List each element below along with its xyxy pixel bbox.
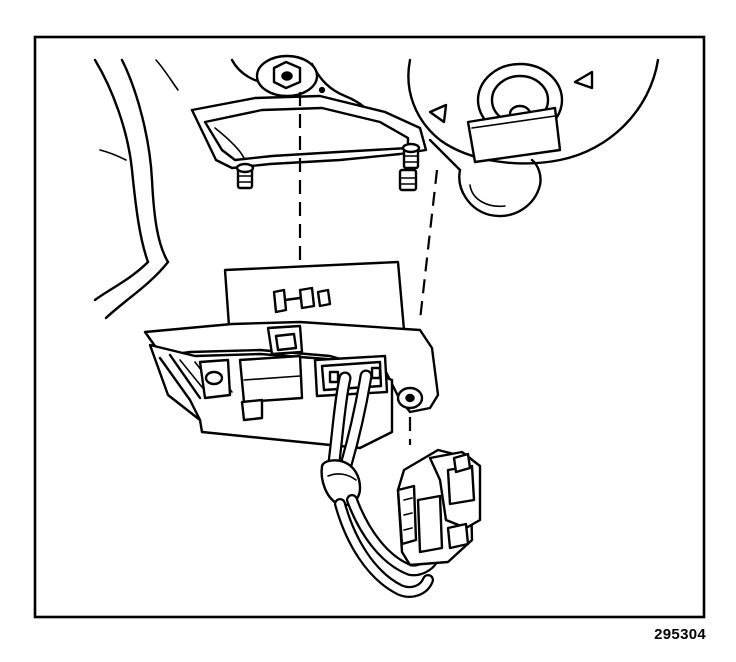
mounting-stud-right	[398, 142, 421, 192]
blower-housing	[230, 58, 660, 218]
dash-panel-structure	[93, 58, 179, 320]
duct-mounting-plate	[190, 54, 428, 170]
mounting-stud-left	[235, 162, 255, 190]
harness-connector	[396, 448, 482, 567]
figure-number: 295304	[654, 626, 706, 643]
resistor-element-card	[223, 260, 406, 342]
figure-frame	[33, 35, 706, 619]
resistor-housing	[143, 320, 440, 450]
